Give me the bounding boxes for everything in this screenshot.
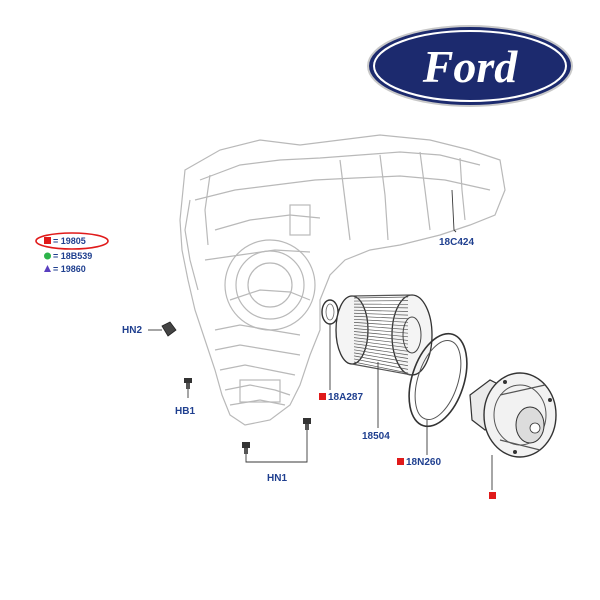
fastener-hb1 [184, 378, 192, 389]
wheel-fin [353, 318, 409, 323]
callout-hn1: HN1 [267, 473, 287, 484]
marker-gasket [397, 458, 404, 465]
wheel-fin [353, 349, 409, 359]
marker-motor [489, 492, 496, 499]
blower-wheel [335, 294, 433, 376]
logo-text: Ford [422, 41, 519, 92]
fastener-hn1-right [303, 418, 311, 430]
ford-logo: Ford [367, 25, 573, 107]
legend-triangle-icon [44, 265, 51, 272]
callout-wheel: 18504 [362, 431, 390, 442]
wheel-fin [353, 322, 409, 327]
wheel-fin [353, 361, 409, 374]
red-markers [319, 393, 496, 499]
legend-item-triangle: = 19860 [53, 264, 86, 274]
wheel-fin [353, 358, 409, 370]
legend-square-icon [44, 237, 51, 244]
wheel-fin [353, 355, 409, 367]
wheel-fin [353, 331, 409, 338]
wheel-fin [353, 337, 409, 345]
blower-motor [469, 372, 557, 458]
wheel-fin [353, 340, 409, 349]
wheel-fin [353, 296, 409, 299]
heater-housing [179, 134, 506, 426]
fastener-hn2 [161, 321, 177, 337]
wheel-fin [353, 315, 409, 320]
legend-item-square: = 19805 [53, 236, 86, 246]
wheel-fin [353, 328, 409, 334]
callout-gasket: 18N260 [406, 457, 441, 468]
fastener-hn1-left [242, 442, 250, 454]
wheel-fin [353, 325, 409, 330]
callout-hn2: HN2 [122, 325, 142, 336]
wheel-fin [353, 309, 409, 312]
callout-hb1: HB1 [175, 406, 195, 417]
marker-seal [319, 393, 326, 400]
wheel-fin [353, 306, 409, 309]
callout-seal: 18A287 [328, 392, 363, 403]
seal-ring [321, 299, 339, 325]
leader-lines [148, 189, 493, 490]
callout-housing: 18C424 [439, 237, 474, 248]
gasket-ring [408, 332, 468, 428]
legend: = 19805 = 18B539 = 19860 [35, 232, 109, 274]
wheel-fin [353, 334, 409, 341]
wheel-fin [353, 343, 409, 352]
wheel-fin [353, 352, 409, 363]
wheel-fin [353, 312, 409, 316]
wheel-fin [353, 346, 409, 356]
legend-highlight-ring [35, 232, 109, 250]
legend-item-circle: = 18B539 [53, 251, 92, 261]
legend-circle-icon [44, 252, 51, 260]
